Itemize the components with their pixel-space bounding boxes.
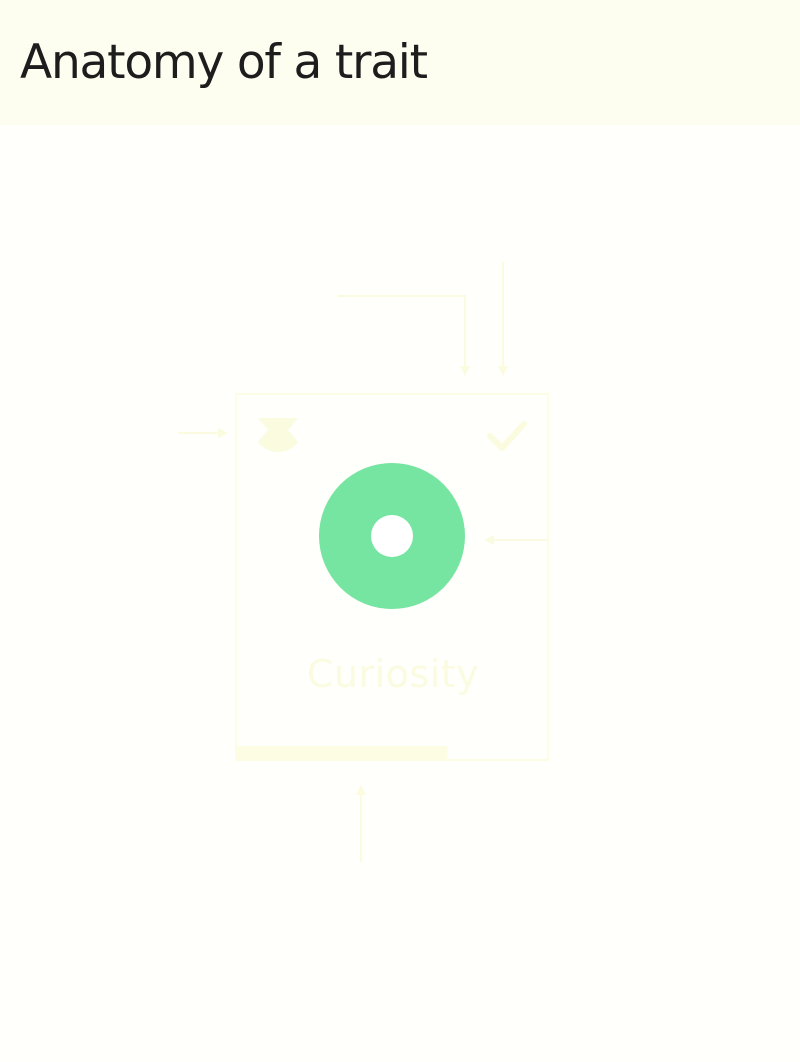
page-title: Anatomy of a trait	[20, 35, 428, 90]
trait-card[interactable]	[235, 393, 549, 761]
checkmark-icon	[487, 421, 527, 451]
trait-ring-icon	[319, 463, 465, 609]
trait-progress-fill	[237, 746, 448, 759]
trait-name-label: Curiosity	[306, 652, 480, 696]
trait-type-icon	[258, 418, 298, 452]
header: Anatomy of a trait	[0, 0, 800, 125]
callout-arrow-top-left	[338, 295, 470, 376]
